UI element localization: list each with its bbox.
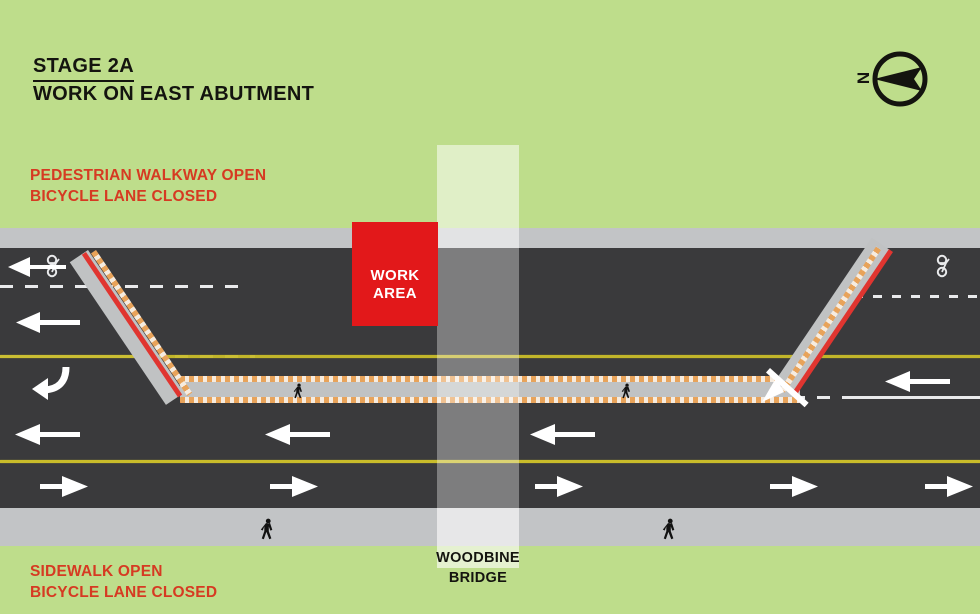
centerline-yellow-upper — [0, 355, 980, 358]
note-south-line2: BICYCLE LANE CLOSED — [30, 584, 218, 601]
lane-line-east-solid — [852, 396, 980, 399]
work-area-box: WORK AREA — [352, 222, 438, 326]
cone-line-south — [180, 397, 800, 403]
note-north-line2: BICYCLE LANE CLOSED — [30, 188, 218, 205]
note-south-line1: SIDEWALK OPEN — [30, 563, 163, 580]
title-stage: STAGE 2A — [33, 54, 134, 82]
title-subtitle: WORK ON EAST ABUTMENT — [33, 83, 315, 105]
sidewalk-band-south — [0, 508, 980, 546]
bike-lane-line-east — [835, 295, 980, 298]
compass-north-label: N — [854, 71, 874, 85]
bridge-label: WOODBINE BRIDGE — [398, 548, 558, 588]
note-north: PEDESTRIAN WALKWAY OPEN BICYCLE LANE CLO… — [30, 165, 266, 207]
note-south: SIDEWALK OPEN BICYCLE LANE CLOSED — [30, 561, 217, 603]
compass-rose-icon — [872, 51, 928, 107]
work-area-line2: AREA — [372, 285, 418, 302]
centerline-yellow-lower — [0, 460, 980, 463]
page-title: STAGE 2A WORK ON EAST ABUTMENT — [33, 54, 314, 107]
bridge-label-line2: BRIDGE — [448, 570, 508, 586]
bridge-label-line1: WOODBINE — [436, 550, 520, 566]
work-area-line1: WORK — [370, 267, 420, 284]
pedestrian-walkway-corridor — [180, 378, 800, 400]
sidewalk-band-north — [0, 228, 980, 248]
cone-line-north — [180, 376, 800, 382]
note-north-line1: PEDESTRIAN WALKWAY OPEN — [30, 167, 267, 184]
compass-rose: N — [854, 50, 948, 108]
bike-lane-line-west — [0, 285, 250, 288]
